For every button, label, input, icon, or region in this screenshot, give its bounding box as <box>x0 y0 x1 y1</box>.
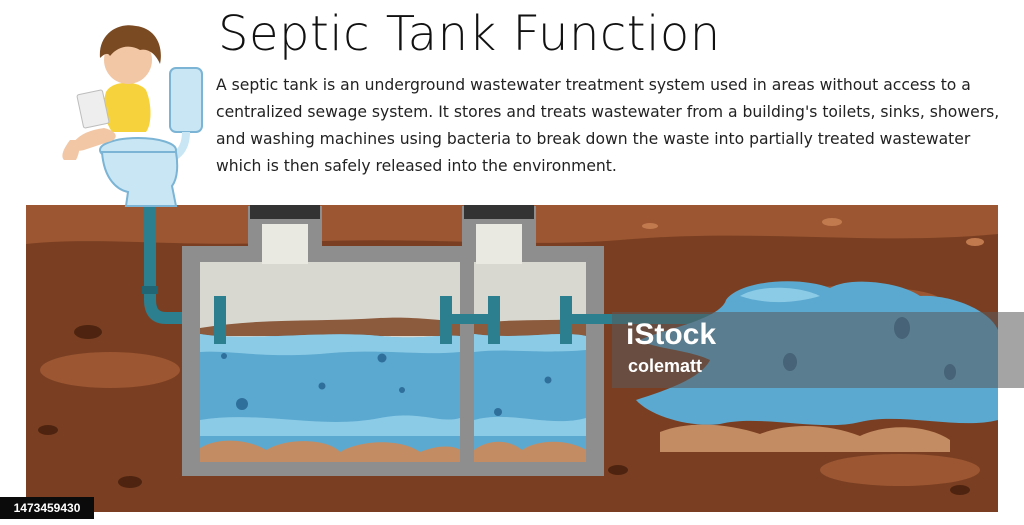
outlet-crossbar <box>572 314 614 324</box>
baffle-pipe <box>560 296 572 344</box>
watermark-overlay: iStock colematt <box>612 312 1024 388</box>
rock <box>608 465 628 475</box>
baffle-pipe <box>214 296 226 344</box>
bubble <box>399 387 405 393</box>
boy-shirt <box>104 82 151 132</box>
toilet-tank <box>169 67 203 133</box>
toilet-bowl <box>100 151 179 207</box>
bubble <box>494 408 502 416</box>
bubble <box>318 382 326 390</box>
tank-divider <box>460 262 474 476</box>
scum-layer <box>474 318 586 336</box>
water-wave <box>474 416 586 436</box>
rock <box>118 476 142 488</box>
water-wave <box>200 415 460 436</box>
rock <box>950 485 970 495</box>
boy-legs <box>73 128 116 151</box>
drainfield-sludge <box>660 424 950 452</box>
bubble <box>221 353 227 359</box>
description-text: A septic tank is an underground wastewat… <box>216 76 1000 175</box>
soil-patch <box>40 352 180 388</box>
bubble <box>377 353 387 363</box>
sludge-bottom <box>474 441 586 462</box>
rock <box>966 238 984 246</box>
page-title: Septic Tank Function <box>218 6 721 62</box>
sludge-bottom <box>200 440 460 462</box>
riser-left-air <box>262 224 308 264</box>
boy-feet <box>62 140 80 160</box>
boy-on-toilet-illustration <box>62 25 203 207</box>
soil-patch <box>820 454 980 486</box>
riser-lid-left <box>250 205 320 219</box>
boy-newspaper <box>76 89 110 129</box>
baffle-crossbar <box>452 314 488 324</box>
boy-hair <box>99 25 161 64</box>
inlet-pipe <box>144 200 200 324</box>
stock-id-badge: 1473459430 <box>0 497 94 519</box>
riser-lid-right <box>464 205 534 219</box>
scum-layer <box>200 317 460 336</box>
bubble <box>236 398 248 410</box>
rock <box>38 425 58 435</box>
rock <box>74 325 102 339</box>
rock <box>642 223 658 229</box>
riser-right-air <box>476 224 522 264</box>
rock <box>822 218 842 226</box>
watermark-logo: iStock <box>626 318 717 351</box>
pipe-joint <box>142 286 158 294</box>
water-highlight <box>474 334 586 352</box>
drainfield-highlight <box>740 287 820 303</box>
water-highlight <box>200 334 460 356</box>
baffle-pipe <box>440 296 452 344</box>
baffle-pipe <box>488 296 500 344</box>
watermark-author: colematt <box>628 356 703 376</box>
bubble <box>544 376 552 384</box>
